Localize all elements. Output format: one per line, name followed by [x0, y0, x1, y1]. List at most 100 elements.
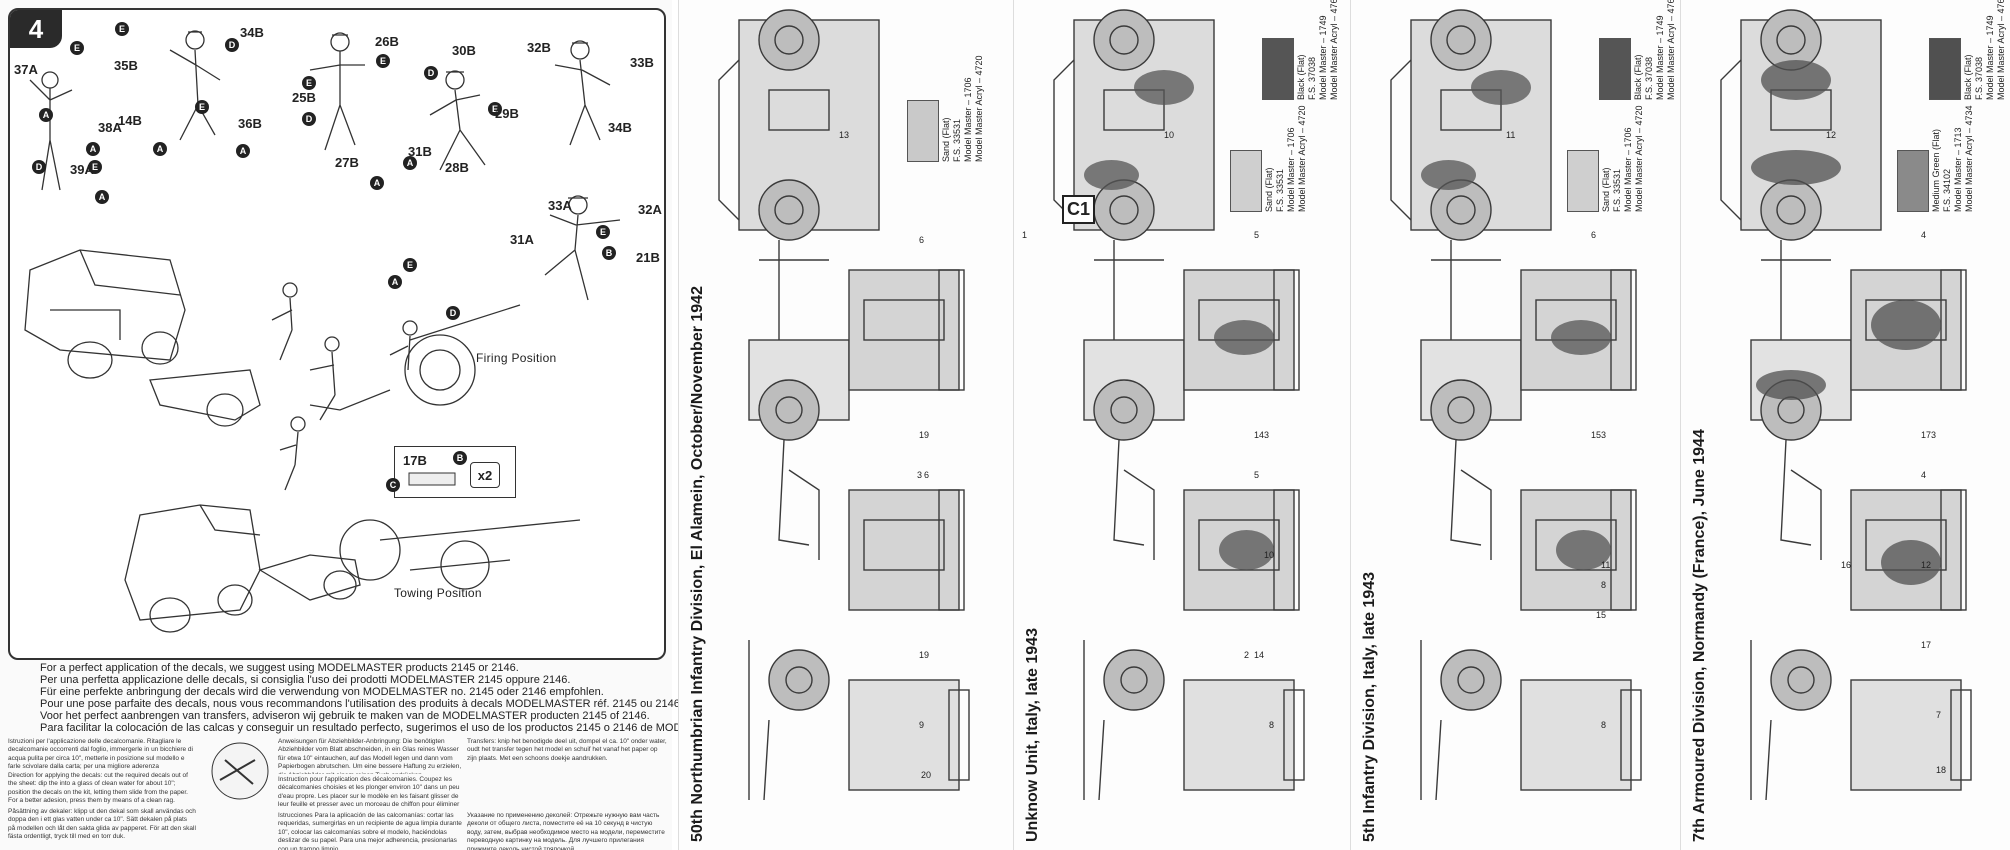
- part-number-label: 33B: [630, 55, 654, 70]
- instruction-italian: Istruzioni per l'applicazione delle deca…: [8, 738, 193, 770]
- color-swatch: [1599, 38, 1631, 100]
- part-number-label: 32B: [527, 40, 551, 55]
- decal-callout-number: 19: [919, 430, 930, 440]
- color-legend-line: Model Master Acryl – 4768: [1329, 0, 1339, 100]
- part-tag: E: [596, 225, 610, 239]
- color-legend-line: Medium Green (Flat): [1931, 128, 1941, 212]
- decal-callout-number: 11: [1601, 560, 1611, 570]
- part-tag: A: [370, 176, 384, 190]
- decal-callout-number: 15: [1596, 610, 1607, 620]
- camouflage-patch: [1084, 160, 1139, 190]
- decal-note: For a perfect application of the decals,…: [40, 662, 519, 674]
- decal-callout-number: 8: [1269, 720, 1275, 730]
- part-number-label: 31A: [510, 232, 534, 247]
- instruction-english: Direction for applying the decals: cut t…: [8, 772, 188, 805]
- camouflage-patch: [1881, 540, 1941, 585]
- decal-callout-number: C1: [1062, 195, 1096, 224]
- camouflage-scheme-panel-1: 50th Northumbrian Infantry Division, El …: [678, 0, 1014, 850]
- camouflage-patch: [1214, 320, 1274, 355]
- part-number-label: 38A: [98, 120, 122, 135]
- part-number-label: 39A: [70, 162, 94, 177]
- decal-callout-number: 3: [1931, 430, 1937, 440]
- part-number-label: 35B: [114, 58, 138, 73]
- decal-callout-number: 17: [1921, 640, 1932, 650]
- decal-callout-number: 16: [1841, 560, 1852, 570]
- instruction-german: Anweisungen für Abziehbilder-Anbringung:…: [278, 738, 462, 774]
- instruction-french: Instruction pour l'application des décal…: [278, 776, 460, 810]
- decal-note: Für eine perfekte anbringung der decals …: [40, 686, 604, 698]
- scheme-title: 7th Armoured Division, Normandy (France)…: [1691, 429, 1708, 842]
- part-number-label: 30B: [452, 43, 476, 58]
- decal-note: Per una perfetta applicazione delle deca…: [40, 674, 571, 686]
- color-legend-line: Model Master – 1713: [1953, 127, 1963, 212]
- assembly-step-frame: 4: [8, 8, 666, 660]
- decal-application-diagram: [211, 742, 269, 800]
- part-number-label: 27B: [335, 155, 359, 170]
- decal-callout-number: 5: [1254, 230, 1260, 240]
- color-swatch: [1262, 38, 1294, 100]
- step-number-badge: 4: [10, 10, 62, 48]
- decal-note: Para facilitar la colocación de las calc…: [40, 722, 744, 734]
- decal-callout-number: 12: [1921, 560, 1932, 570]
- part-tag: A: [39, 108, 53, 122]
- decal-callout-number: 5: [1254, 470, 1260, 480]
- color-swatch: [907, 100, 939, 162]
- decal-callout-number: 3: [1601, 430, 1607, 440]
- decal-callout-number: 17: [1921, 430, 1932, 440]
- camouflage-patch: [1871, 300, 1941, 350]
- instruction-spanish: Istrucciones Para la aplicación de las c…: [278, 812, 462, 850]
- color-swatch: [1230, 150, 1262, 212]
- part-tag: A: [86, 142, 100, 156]
- decal-callout-number: 10: [1164, 130, 1175, 140]
- scheme-title: Unknow Unit, Italy, late 1943: [1024, 628, 1041, 842]
- part-tag: A: [95, 190, 109, 204]
- part-tag: E: [403, 258, 417, 272]
- decal-callout-number: 12: [1826, 130, 1837, 140]
- part-number-label: 33A: [548, 198, 572, 213]
- decal-callout-number: 8: [1601, 580, 1607, 590]
- decal-callout-number: 6: [1591, 230, 1597, 240]
- camouflage-patch: [1134, 70, 1194, 105]
- color-legend-line: Model Master Acryl – 4734: [1964, 105, 1974, 212]
- instruction-swedish: Påsättning av dekaler: klipp ut den deka…: [8, 808, 196, 841]
- camouflage-patch: [1751, 150, 1841, 185]
- scheme-title: 50th Northumbrian Infantry Division, El …: [689, 286, 706, 842]
- part-tag: D: [225, 38, 239, 52]
- part-tag: A: [388, 275, 402, 289]
- part-tag: E: [115, 22, 129, 36]
- part-tag: E: [488, 102, 502, 116]
- color-legend-line: F.S. 33531: [1275, 168, 1285, 212]
- decal-callout-number: 18: [1936, 765, 1947, 775]
- part-number-label: 34B: [608, 120, 632, 135]
- part-number-label: 34B: [240, 25, 264, 40]
- color-legend-line: F.S. 34102: [1942, 168, 1952, 212]
- color-legend-line: Black (Flat): [1633, 54, 1643, 100]
- color-legend-line: Model Master – 1749: [1318, 15, 1328, 100]
- camouflage-scheme-panel-3: 5th Infantry Division, Italy, late 1943 …: [1350, 0, 1681, 850]
- camouflage-patch: [1471, 70, 1531, 105]
- camouflage-patch: [1761, 60, 1831, 100]
- decal-callout-number: 8: [1601, 720, 1607, 730]
- decal-callout-number: 9: [919, 720, 925, 730]
- decal-callout-number: 13: [839, 130, 850, 140]
- part-tag: D: [424, 66, 438, 80]
- part-tag: E: [195, 100, 209, 114]
- color-legend-line: Model Master – 1749: [1985, 15, 1995, 100]
- quantity-badge: x2: [470, 462, 500, 488]
- color-legend-line: Model Master Acryl – 4720: [974, 55, 984, 162]
- color-legend-line: Model Master – 1706: [1623, 127, 1633, 212]
- instruction-russian: Указание по применению деколей: Отрежьте…: [467, 812, 665, 850]
- color-legend-line: Sand (Flat): [941, 117, 951, 162]
- decal-callout-number: 2: [1244, 650, 1250, 660]
- color-legend-line: Model Master – 1706: [963, 77, 973, 162]
- decal-callout-number: 1: [1022, 230, 1028, 240]
- decal-note: Pour une pose parfaite des decals, nous …: [40, 698, 683, 710]
- scheme-title: 5th Infantry Division, Italy, late 1943: [1361, 571, 1378, 842]
- decal-callout-number: 10: [1264, 550, 1275, 560]
- part-number-label: 25B: [292, 90, 316, 105]
